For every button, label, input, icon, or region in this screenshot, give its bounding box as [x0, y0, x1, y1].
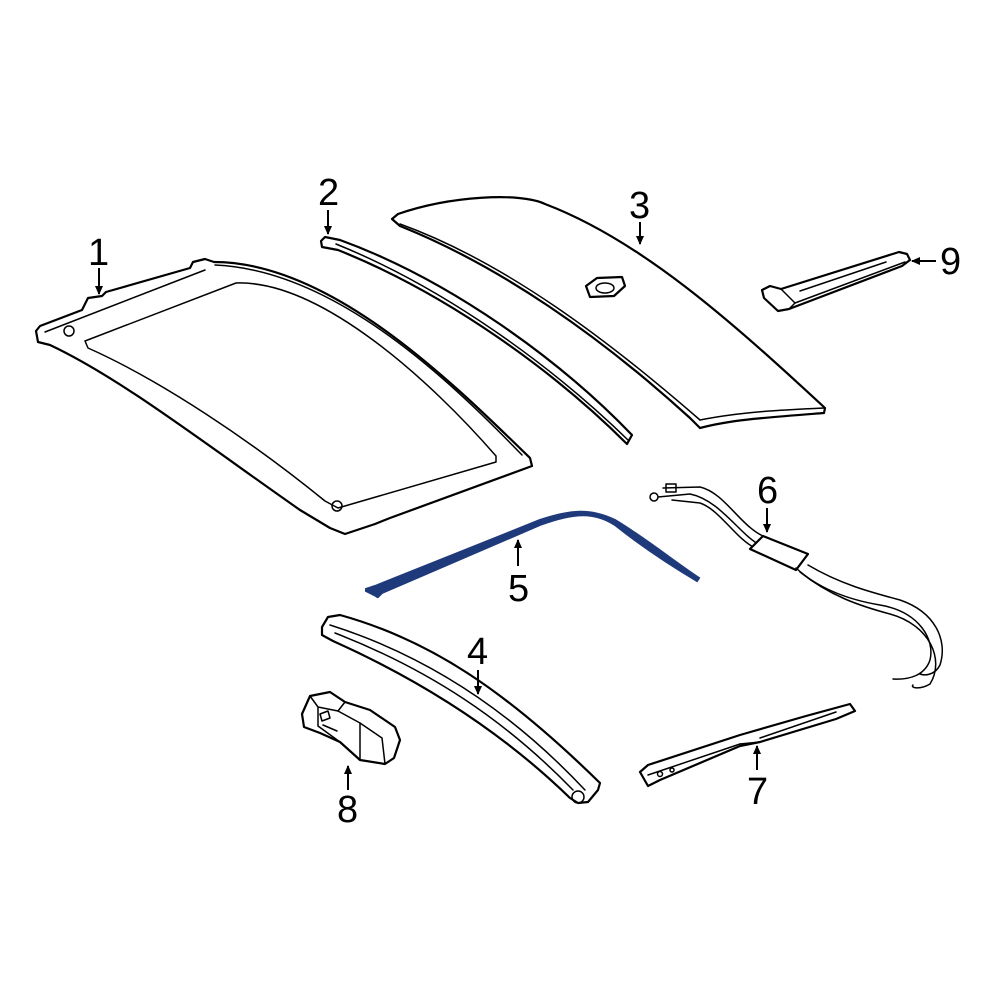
callout-8: 8	[337, 789, 358, 831]
part-9-bracket[interactable]	[760, 250, 912, 313]
part-2-seal-strip[interactable]	[319, 235, 634, 446]
callout-6: 6	[757, 470, 778, 512]
part-4-rail[interactable]	[320, 613, 602, 805]
callout-9: 9	[940, 241, 961, 283]
part-5-seal-highlighted[interactable]	[365, 510, 701, 599]
part-8-block[interactable]	[300, 690, 402, 766]
part-6-cable-assembly[interactable]	[649, 483, 944, 689]
callout-5: 5	[508, 568, 529, 610]
callout-3: 3	[629, 185, 650, 227]
callout-2: 2	[318, 172, 339, 214]
callout-7: 7	[747, 771, 768, 813]
callout-1: 1	[88, 232, 109, 274]
part-1-sunroof-frame[interactable]	[34, 257, 534, 536]
part-3-glass-panel[interactable]	[390, 196, 827, 430]
part-7-rail-strip[interactable]	[638, 702, 857, 788]
callout-4: 4	[467, 631, 488, 673]
